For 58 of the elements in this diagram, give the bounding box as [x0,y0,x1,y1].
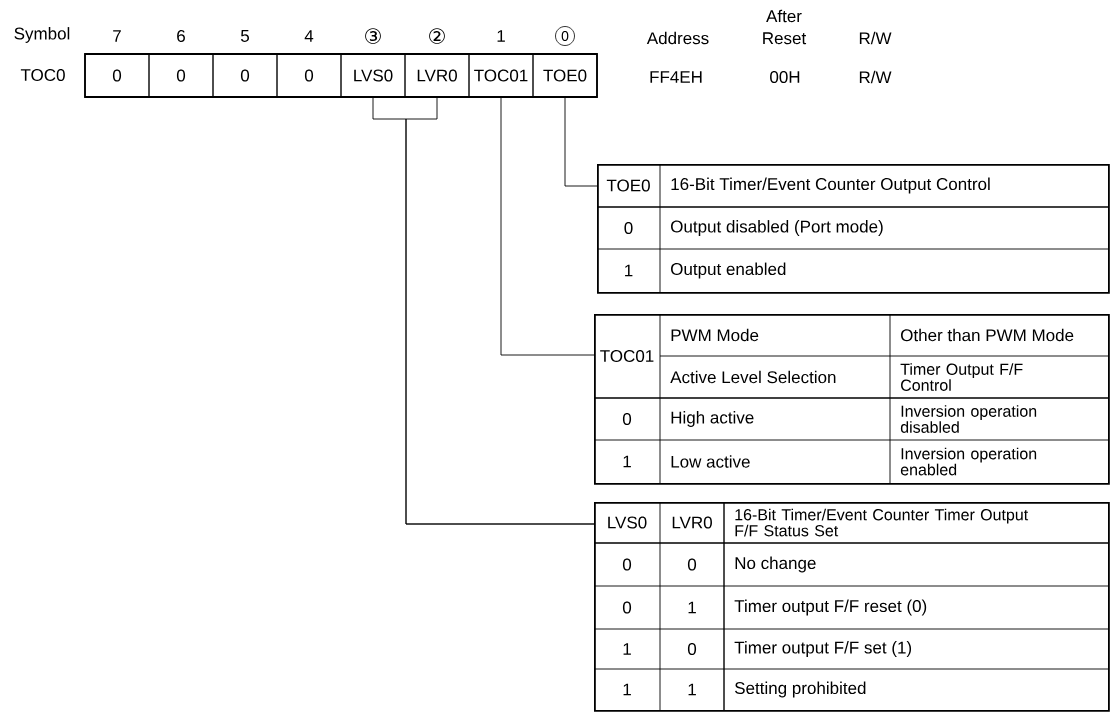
bit-value: 0 [687,643,697,656]
bit-number: 4 [304,30,314,42]
bit-number: 5 [240,30,249,42]
bit-value: 0 [622,558,632,571]
register-cell: TOC01 [468,53,534,98]
connector-line [500,97,595,356]
circled-bit-number: 0 [555,26,575,46]
bit-value: 0 [687,558,697,571]
table-heading: 16-Bit Timer/Event Counter Output Control [671,177,990,194]
bit-number: 7 [113,30,121,42]
description-text: Inversion operation disabled [900,405,1037,433]
description-text: Setting prohibited [734,681,866,698]
register-name: TOC0 [20,69,65,82]
bit-name: LVR0 [672,516,712,529]
register-cell: LVR0 [404,53,470,98]
bit-value: 0 [622,413,632,426]
register-cell: 0 [276,53,342,98]
register-value: R/W [859,70,892,84]
connector-line [564,97,598,187]
circled-bit-number: ③ [365,28,381,44]
bit-value: 1 [625,264,633,277]
bit-number: 1 [497,30,505,42]
register-value: 00H [770,71,800,84]
register-cell: 0 [148,53,214,98]
description-text: Timer output F/F set (1) [734,641,912,657]
bit-value: 1 [623,455,631,468]
table-heading: Other than PWM Mode [901,328,1074,342]
table-heading: Active Level Selection [670,370,836,384]
bit-name: LVS0 [608,516,647,529]
bit-value: 1 [688,683,696,696]
bit-number: 6 [177,30,185,43]
table-heading: PWM Mode [671,328,759,342]
description-text: Output enabled [671,262,786,279]
circled-bit-number: ② [429,28,445,44]
bit-value: 1 [623,683,631,696]
table-heading: Timer Output F/F Control [900,363,1023,391]
node-label: 0 [112,69,122,82]
bit-value: 1 [623,643,631,655]
register-value: FF4EH [650,71,702,83]
column-heading: Address [646,31,709,45]
bit-value: 0 [622,601,632,614]
description-text: Timer output F/F reset (0) [734,599,927,616]
bit-name: TOC01 [600,350,654,363]
description-text: Inversion operation enabled [900,447,1037,476]
column-heading: R/W [859,31,892,45]
register-cell: TOE0 [532,53,598,98]
register-cell: 0 [212,53,278,98]
description-text: High active [671,411,754,427]
table-heading: 16-Bit Timer/Event Counter Timer Output F/F Status Set [735,508,1029,537]
column-heading: After Reset [763,9,807,45]
description-text: Output disabled (Port mode) [671,220,883,236]
register-cell: LVS0 [340,53,406,98]
bit-value: 1 [688,601,696,614]
description-text: Low active [671,455,750,468]
row-heading: Symbol [14,27,70,43]
description-text: No change [735,556,816,573]
bit-value: 0 [624,222,633,235]
bit-name: TOE0 [606,179,650,192]
